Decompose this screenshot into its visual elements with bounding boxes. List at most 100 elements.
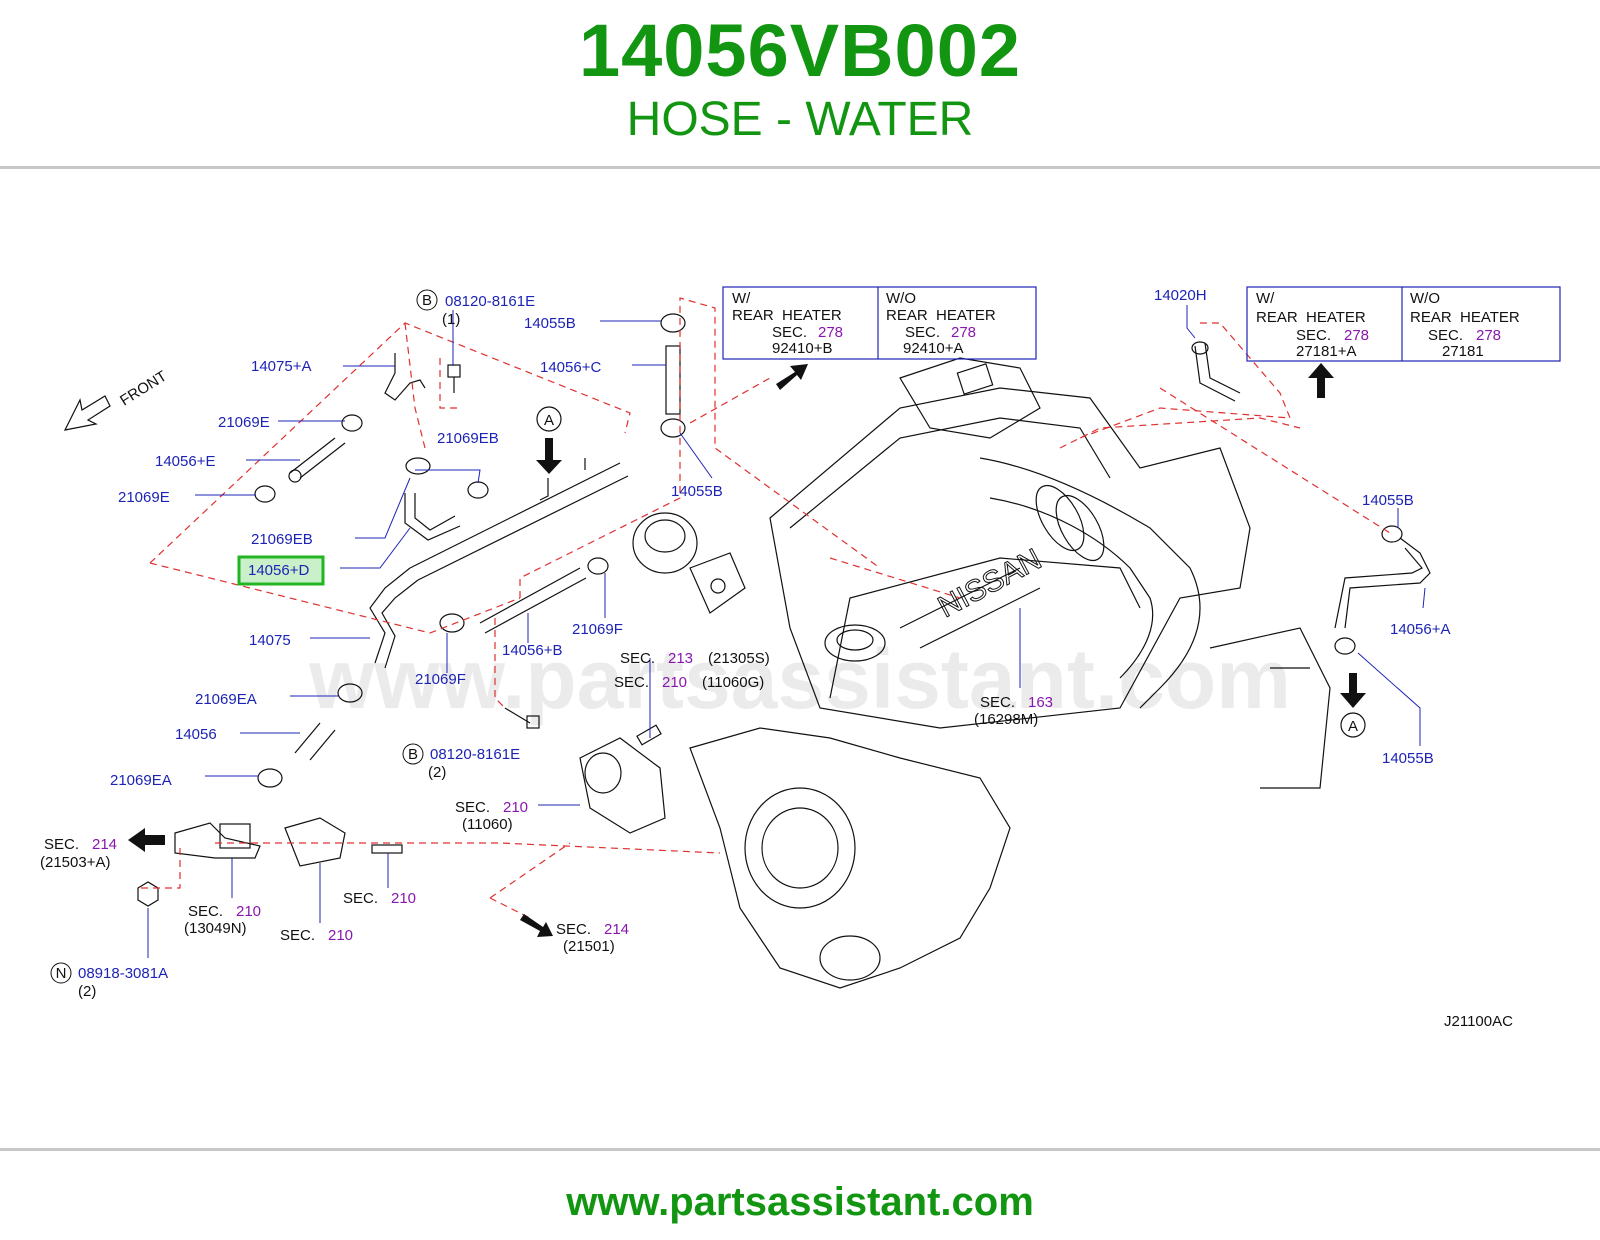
callout-21069eb-2[interactable]: 21069EB [251, 531, 313, 548]
callout-21069ea-1[interactable]: 21069EA [195, 691, 257, 708]
sec-label: SEC. [280, 927, 315, 944]
red-dashed-guides [140, 297, 1391, 919]
callout-14056a[interactable]: 14056+A [1390, 621, 1450, 638]
callout-14055b-2[interactable]: 14055B [671, 483, 723, 500]
front-label: FRONT [117, 368, 170, 410]
t1-c1-r1: W/ [732, 290, 751, 307]
circle-b-symbol [416, 289, 438, 311]
sec-label: SEC. [188, 903, 223, 920]
engine-brand-text: NISSAN [933, 543, 1047, 625]
circle-a-marker [536, 406, 562, 432]
t1-c1-278[interactable]: 278 [818, 324, 843, 341]
sec-163[interactable]: 163 [1028, 694, 1053, 711]
callout-08918[interactable]: 08918-3081A [78, 965, 168, 982]
callout-21069f-1[interactable]: 21069F [572, 621, 623, 638]
part-callouts: B 08120-8161E (1) 14075+A 21069E 14056+E… [50, 287, 1450, 1000]
footer-url-link[interactable]: www.partsassistant.com [566, 1180, 1034, 1224]
sec-210b[interactable]: 210 [503, 799, 528, 816]
callout-14075[interactable]: 14075 [249, 632, 291, 649]
callout-08120-top[interactable]: 08120-8161E [445, 293, 535, 310]
circle-a-marker [1340, 712, 1366, 738]
qty-08120-top: (1) [442, 311, 460, 328]
t2-c2-r1: W/O [1410, 290, 1440, 307]
rear-heater-table-2: W/ REAR HEATER SEC. 278 27181+A W/O REAR… [1246, 286, 1561, 362]
part-number-title: 14056VB002 [578, 9, 1022, 92]
t2-c2-278[interactable]: 278 [1476, 327, 1501, 344]
sec-210d[interactable]: 210 [328, 927, 353, 944]
callout-21069ea-2[interactable]: 21069EA [110, 772, 172, 789]
left-arrow-icon [128, 828, 165, 852]
sec-210c-ref: (13049N) [184, 920, 247, 937]
sec-210b-ref: (11060) [462, 816, 513, 833]
sec-214a[interactable]: 214 [92, 836, 117, 853]
t1-c2-ref: 92410+A [903, 340, 963, 357]
callout-14056c[interactable]: 14056+C [540, 359, 601, 376]
callout-14056e[interactable]: 14056+E [155, 453, 215, 470]
footer-divider [0, 1148, 1600, 1151]
t1-c2-r1: W/O [886, 290, 916, 307]
circle-b-symbol [402, 743, 424, 765]
callout-14056b[interactable]: 14056+B [502, 642, 562, 659]
callout-14020h[interactable]: 14020H [1154, 287, 1207, 304]
callout-21069f-2[interactable]: 21069F [415, 671, 466, 688]
callout-21069e-1[interactable]: 21069E [218, 414, 270, 431]
header-divider [0, 166, 1600, 169]
t2-c2-ref: 27181 [1442, 343, 1484, 360]
callout-21069eb-1[interactable]: 21069EB [437, 430, 499, 447]
down-arrow-icon [536, 438, 562, 474]
marker-a-left: A [544, 412, 554, 429]
callout-21069e-2[interactable]: 21069E [118, 489, 170, 506]
t2-c1-r1: W/ [1256, 290, 1275, 307]
qty-08120-bottom: (2) [428, 764, 446, 781]
circle-n-symbol [50, 962, 72, 984]
sec-label: SEC. [44, 836, 79, 853]
part-name-subtitle: HOSE - WATER [626, 93, 974, 146]
diagram-code: J21100AC [1444, 1013, 1513, 1030]
t2-c2-r2: REAR HEATER [1410, 309, 1520, 326]
sec-label: SEC. [343, 890, 378, 907]
hose-parts-illustration [137, 313, 1431, 907]
t1-c2-278[interactable]: 278 [951, 324, 976, 341]
highlight-box [237, 555, 325, 586]
t1-c1-sec: SEC. [772, 324, 807, 341]
symbol-b-bottom: B [408, 746, 418, 763]
sec-210c[interactable]: 210 [236, 903, 261, 920]
down-arrow-icon [1340, 673, 1366, 708]
callout-14056d[interactable]: 14056+D [248, 562, 309, 579]
t1-c2-sec: SEC. [905, 324, 940, 341]
sec-214a-ref: (21503+A) [40, 854, 110, 871]
callout-14075a[interactable]: 14075+A [251, 358, 311, 375]
callout-14056[interactable]: 14056 [175, 726, 217, 743]
t1-c1-r2: REAR HEATER [732, 307, 842, 324]
sec-210e[interactable]: 210 [391, 890, 416, 907]
parts-diagram: www.partsassistant.com NISSAN [40, 286, 1561, 1030]
sec-label: SEC. [620, 650, 655, 667]
sec-163-ref: (16298M) [974, 711, 1038, 728]
symbol-b-top: B [422, 292, 432, 309]
sec-213[interactable]: 213 [668, 650, 693, 667]
sec-213-ref: (21305S) [708, 650, 770, 667]
callout-14055b-4[interactable]: 14055B [1382, 750, 1434, 767]
diagonal-arrow-icon [776, 364, 808, 390]
t1-c2-r2: REAR HEATER [886, 307, 996, 324]
callout-14055b-3[interactable]: 14055B [1362, 492, 1414, 509]
t2-c2-sec: SEC. [1428, 327, 1463, 344]
up-arrow-icon [1308, 363, 1334, 398]
sec-214b[interactable]: 214 [604, 921, 629, 938]
t1-c1-ref: 92410+B [772, 340, 832, 357]
sec-210a-ref: (11060G) [702, 674, 764, 691]
callout-14055b-1[interactable]: 14055B [524, 315, 576, 332]
symbol-n: N [56, 965, 67, 982]
leader-lines [147, 305, 1426, 958]
callout-08120-bottom[interactable]: 08120-8161E [430, 746, 520, 763]
t2-c1-r2: REAR HEATER [1256, 309, 1366, 326]
diagonal-arrow-icon [520, 914, 553, 937]
sec-210a[interactable]: 210 [662, 674, 687, 691]
t2-c1-ref: 27181+A [1296, 343, 1356, 360]
t2-c1-278[interactable]: 278 [1344, 327, 1369, 344]
rear-heater-table-1: W/ REAR HEATER SEC. 278 92410+B W/O REAR… [722, 286, 1037, 360]
section-references: SEC. 213 (21305S) SEC. 210 (11060G) SEC.… [40, 650, 1053, 955]
sec-label: SEC. [614, 674, 649, 691]
sec-label: SEC. [980, 694, 1015, 711]
t2-c1-sec: SEC. [1296, 327, 1331, 344]
